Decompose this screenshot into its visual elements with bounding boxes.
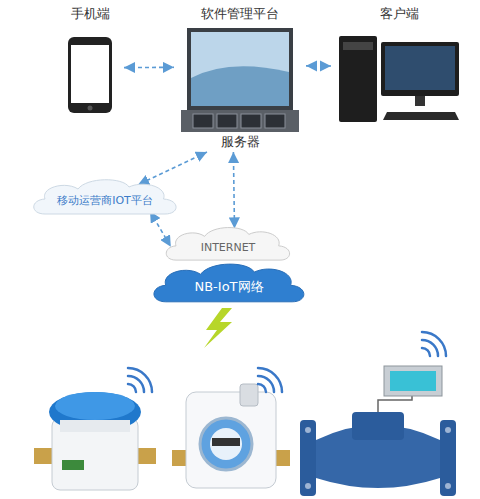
node-label: NB-IoT网络 <box>150 279 308 295</box>
node-label: 手机端 <box>56 6 124 22</box>
water-meter-middle <box>172 368 290 488</box>
device-node: 手机端 <box>56 6 124 118</box>
dashed-connector <box>138 152 207 185</box>
device-node: 客户端 <box>331 6 467 126</box>
water-meter-left <box>34 368 156 490</box>
water-meter-right <box>300 332 456 496</box>
node-label: 软件管理平台 <box>174 6 306 22</box>
dashed-connector <box>150 211 171 247</box>
network-cloud: 移动运营商IOT平台 <box>30 176 180 216</box>
server-icon <box>179 28 301 136</box>
node-label: INTERNET <box>163 241 293 254</box>
dashed-connector <box>124 67 174 69</box>
pc-icon <box>337 32 461 124</box>
network-cloud: INTERNET <box>163 224 293 262</box>
dashed-connector <box>233 152 234 229</box>
phone-icon <box>67 36 113 114</box>
lightning-bolt <box>204 308 232 348</box>
node-sublabel: 服务器 <box>174 134 306 150</box>
node-label: 移动运营商IOT平台 <box>30 194 180 207</box>
network-cloud: NB-IoT网络 <box>150 260 308 304</box>
dashed-connector <box>306 65 331 67</box>
device-node: 软件管理平台服务器 <box>174 6 306 152</box>
node-label: 客户端 <box>331 6 467 22</box>
